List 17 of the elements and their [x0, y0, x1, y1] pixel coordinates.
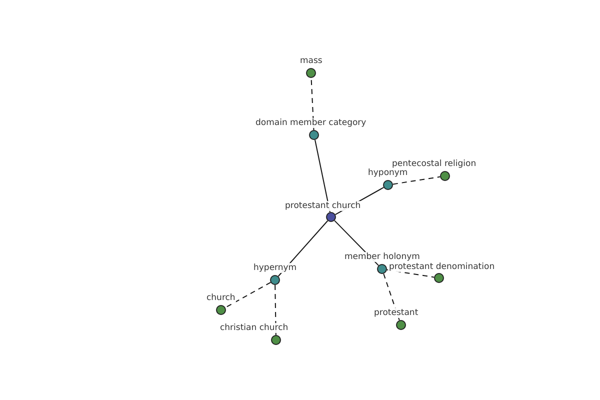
node-label: protestant denomination — [388, 262, 496, 272]
dashed-connector — [274, 284, 276, 336]
dashed-connector — [310, 78, 314, 130]
node-label: hyponym — [367, 168, 409, 178]
node-label: pentecostal religion — [391, 159, 478, 169]
node-label: protestant — [373, 308, 420, 318]
dashed-connector — [392, 176, 441, 185]
node-label: member holonym — [344, 252, 421, 262]
dashed-connector — [224, 282, 272, 308]
node-label: protestant church — [284, 201, 362, 211]
node-label: church — [206, 293, 236, 303]
node-label: mass — [299, 56, 324, 66]
connector-line — [314, 139, 330, 213]
node-label: christian church — [219, 323, 290, 333]
dashed-connector — [386, 269, 435, 278]
node-label: hypernym — [252, 263, 298, 273]
node-label: domain member category — [254, 118, 368, 128]
